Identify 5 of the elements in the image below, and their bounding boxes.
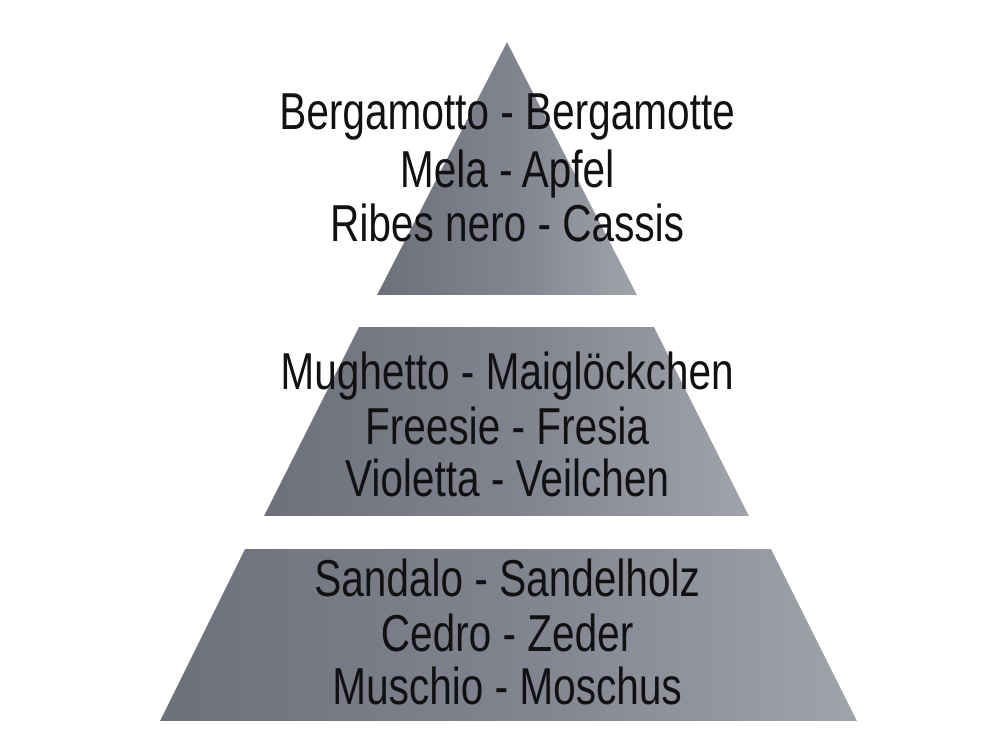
- fragrance-note: Cedro - Zeder: [380, 608, 634, 660]
- fragrance-note: Sandalo - Sandelholz: [314, 553, 700, 605]
- fragrance-note: Violetta - Veilchen: [345, 453, 669, 505]
- fragrance-note: Freesie - Fresia: [365, 401, 649, 453]
- fragrance-note: Muschio - Moschus: [332, 661, 682, 713]
